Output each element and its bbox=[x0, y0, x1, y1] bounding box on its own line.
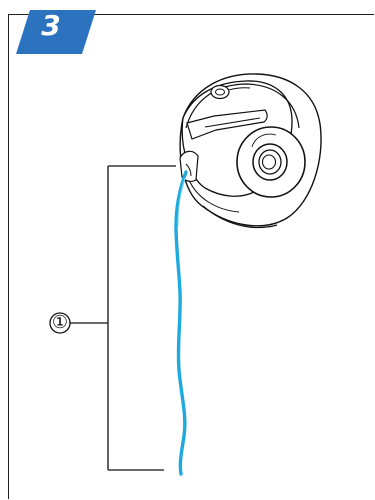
thread-strand bbox=[174, 170, 188, 476]
thread-guide-notch bbox=[185, 163, 192, 177]
bobbin-case-rim bbox=[185, 83, 300, 129]
bobbin-center-hole bbox=[261, 154, 277, 170]
bobbin-case-front-edge bbox=[188, 179, 240, 213]
bobbin-case-back-edge bbox=[202, 205, 278, 229]
thread-highlight bbox=[177, 177, 186, 227]
bobbin-screw-slot bbox=[215, 88, 225, 96]
callout-label-1: ① bbox=[51, 312, 69, 333]
callout-bracket bbox=[49, 165, 176, 471]
callout-circle bbox=[49, 312, 71, 334]
bobbin-case-icon bbox=[179, 73, 322, 229]
step-number: 3 bbox=[41, 9, 61, 42]
step-badge-shape bbox=[16, 10, 96, 54]
step-badge bbox=[16, 10, 96, 54]
tension-spring-line bbox=[204, 117, 261, 128]
tension-spring-plate bbox=[186, 109, 268, 140]
thread-icon bbox=[174, 170, 188, 476]
illustration-frame bbox=[8, 14, 374, 499]
bobbin-inner-shadow bbox=[251, 133, 277, 148]
